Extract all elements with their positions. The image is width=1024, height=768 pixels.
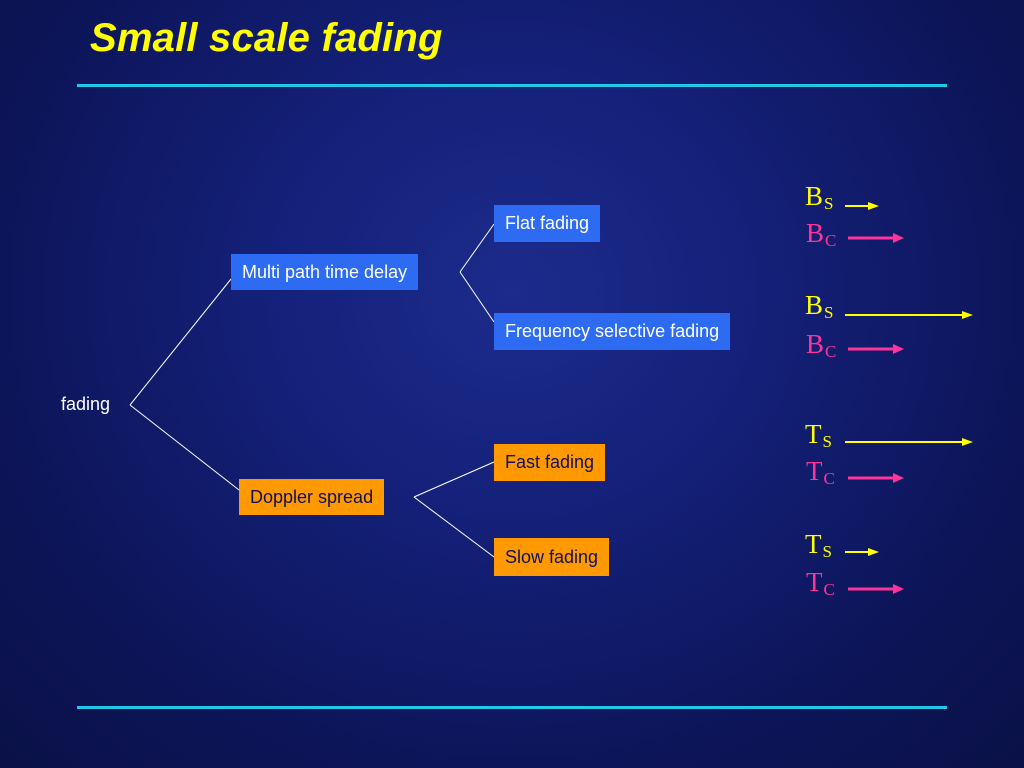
connector-multipath-flat [459, 223, 495, 273]
symbol-base: T [805, 419, 822, 449]
symbol-subscript: S [822, 542, 832, 561]
symbol-subscript: C [825, 231, 837, 250]
symbol-base: T [805, 529, 822, 559]
arrow-3-bottom [848, 473, 904, 483]
symbol-subscript: C [823, 580, 835, 599]
symbol-subscript: S [824, 194, 834, 213]
frequency-selective-fading-box: Frequency selective fading [494, 313, 731, 350]
doppler-spread-box: Doppler spread [239, 479, 385, 515]
bottom-divider [77, 706, 947, 709]
arrow-1-top [845, 202, 879, 210]
arrow-4-bottom [848, 584, 904, 594]
symbol-ts-4: TS [805, 529, 832, 561]
symbol-subscript: S [824, 303, 834, 322]
arrow-4-top [845, 548, 879, 556]
symbol-bc-2: BC [806, 329, 837, 361]
arrow-3-top [845, 438, 973, 446]
symbol-base: T [806, 456, 823, 486]
multipath-time-delay-box: Multi path time delay [231, 254, 419, 290]
connector-doppler-fast [413, 461, 495, 498]
arrow-2-top [845, 311, 973, 319]
fading-root-label: fading [61, 394, 111, 414]
symbol-ts-3: TS [805, 419, 832, 451]
symbol-base: T [806, 567, 823, 597]
symbol-tc-4: TC [806, 567, 835, 599]
slide-title: Small scale fading [90, 16, 443, 60]
arrow-1-bottom [848, 233, 904, 243]
connector-multipath-freq [459, 271, 495, 323]
symbol-bs-2: BS [805, 290, 834, 322]
symbol-bs-1: BS [805, 181, 834, 213]
symbol-base: B [805, 181, 824, 211]
connector-fading-multipath [129, 278, 232, 406]
connector-doppler-slow [413, 496, 495, 558]
symbol-subscript: C [823, 469, 835, 488]
flat-fading-box: Flat fading [494, 205, 601, 242]
symbol-subscript: C [825, 342, 837, 361]
symbol-base: B [806, 218, 825, 248]
symbol-base: B [805, 290, 824, 320]
top-divider [77, 84, 947, 87]
symbol-subscript: S [822, 432, 832, 451]
fast-fading-box: Fast fading [494, 444, 606, 481]
symbol-tc-3: TC [806, 456, 835, 488]
slow-fading-box: Slow fading [494, 538, 610, 576]
arrow-2-bottom [848, 344, 904, 354]
symbol-bc-1: BC [806, 218, 837, 250]
symbol-base: B [806, 329, 825, 359]
connector-fading-doppler [129, 404, 240, 491]
